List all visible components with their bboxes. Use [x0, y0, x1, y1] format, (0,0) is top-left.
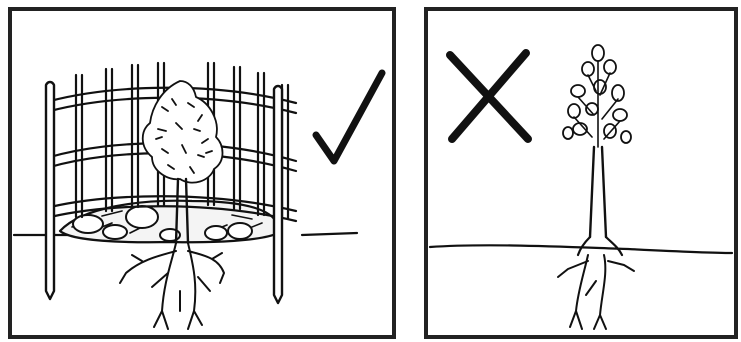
- tree-roots: [558, 255, 634, 329]
- tree-trunk: [590, 147, 606, 237]
- unprotected-tree-panel: [424, 7, 738, 339]
- protected-tree-panel: [8, 7, 396, 339]
- unprotected-tree-illustration: [428, 11, 734, 335]
- checkmark-icon: [316, 73, 382, 161]
- cross-icon: [450, 53, 528, 139]
- protected-tree-illustration: [12, 11, 392, 335]
- tree-roots: [120, 243, 224, 329]
- tree-crown: [143, 81, 223, 183]
- tree-crown: [563, 45, 631, 143]
